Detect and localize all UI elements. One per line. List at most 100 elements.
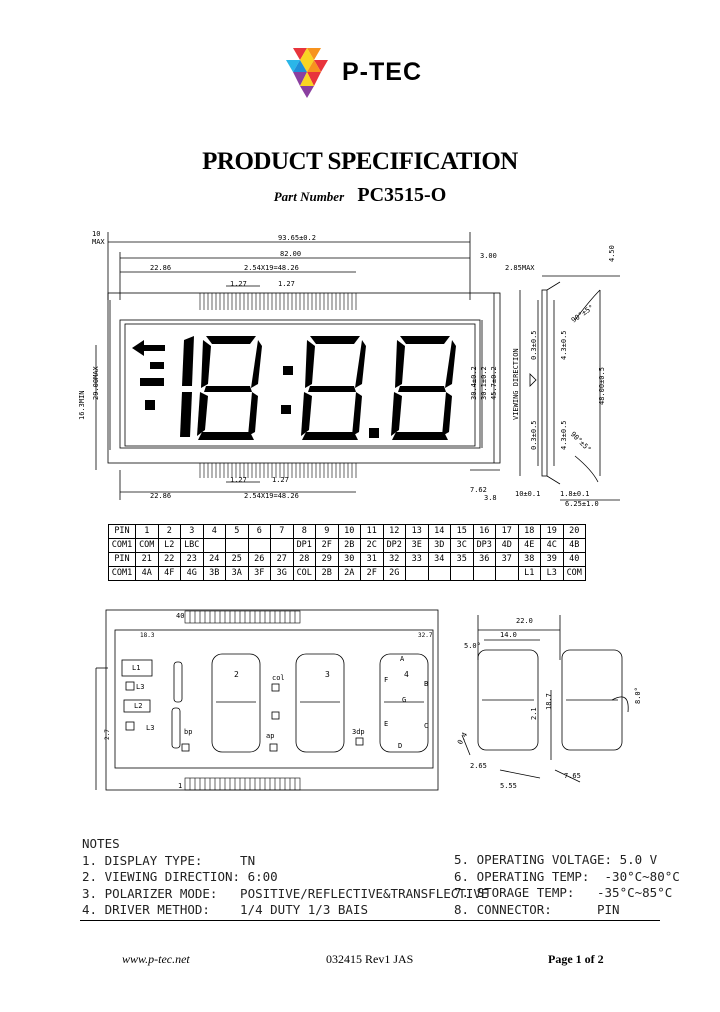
table-cell: COL: [292, 566, 316, 581]
table-cell: 3A: [225, 566, 249, 581]
table-cell: 13: [405, 524, 429, 539]
table-cell: 29: [315, 552, 339, 567]
table-cell: 36: [472, 552, 496, 567]
layout-l2-label: L2: [134, 702, 143, 710]
table-cell: 24: [202, 552, 226, 567]
dim-inner: 82.00: [280, 250, 302, 258]
lcd-digits: [132, 336, 456, 440]
table-cell: [270, 538, 294, 553]
layout-dp-label: 3dp: [352, 728, 365, 736]
layout-pin40-label: 40: [176, 612, 185, 620]
table-cell: 3B: [202, 566, 226, 581]
seg-e-label: E: [384, 720, 389, 728]
table-cell: 15: [450, 524, 474, 539]
digit-8-a: [197, 336, 262, 440]
table-cell: DP2: [382, 538, 406, 553]
digit-8-c: [391, 336, 456, 440]
dim-45: 4.50: [608, 245, 616, 262]
dim-18: 1.8±0.1: [560, 490, 590, 498]
table-cell: 18: [517, 524, 541, 539]
layout-col-label: col: [272, 674, 285, 682]
table-cell: 3C: [450, 538, 474, 553]
dim-290: 29.00MAX: [92, 366, 100, 400]
table-cell: 34: [427, 552, 451, 567]
table-cell: 25: [225, 552, 249, 567]
table-cell: 16: [472, 524, 496, 539]
table-cell: 11: [360, 524, 384, 539]
dim-27: 2.7: [104, 729, 111, 740]
table-cell: 2G: [382, 566, 406, 581]
table-cell: COM: [562, 566, 586, 581]
seg-c-label: C: [424, 722, 429, 730]
table-cell: 6: [247, 524, 271, 539]
dim-187: 18.7: [545, 693, 553, 710]
footer-website: www.p-tec.net: [122, 952, 190, 966]
table-cell: 38: [517, 552, 541, 567]
seg-b-label: B: [424, 680, 429, 688]
table-cell: PIN: [108, 524, 136, 539]
table-cell: 32: [382, 552, 406, 567]
table-cell: L2: [157, 538, 181, 553]
table-cell: 14: [427, 524, 451, 539]
table-cell: 9: [315, 524, 339, 539]
segment-layout-outline: [105, 609, 439, 791]
table-cell: [450, 566, 474, 581]
angle-80: 8.0°: [634, 687, 642, 704]
layout-digit2-label: 2: [234, 670, 239, 679]
table-cell: 40: [562, 552, 586, 567]
table-cell: 10: [337, 524, 361, 539]
layout-pin1-label: 1: [178, 782, 183, 790]
table-cell: 4F: [157, 566, 181, 581]
segment-outline-digits: [121, 653, 429, 753]
table-cell: 31: [360, 552, 384, 567]
layout-digit4-label: 4: [404, 670, 409, 679]
table-cell: [427, 566, 451, 581]
dim-38: 3.8: [484, 494, 497, 502]
seg-a-label: A: [400, 655, 405, 663]
footer-revision: 032415 Rev1 JAS: [326, 952, 414, 966]
table-cell: 3F: [247, 566, 271, 581]
table-cell: 30: [337, 552, 361, 567]
table-cell: 5: [225, 524, 249, 539]
notes-right: 5. OPERATING VOLTAGE: 5.0 V 6. OPERATING…: [454, 852, 680, 917]
dim-762: 7.62: [470, 486, 487, 494]
dim-035-top: 0.3±0.5: [530, 330, 538, 360]
table-cell: 8: [292, 524, 316, 539]
dim-max: MAX: [92, 238, 105, 246]
table-cell: 28: [292, 552, 316, 567]
table-cell: [495, 566, 519, 581]
table-cell: 2C: [360, 538, 384, 553]
seg-g-label: G: [402, 696, 407, 704]
table-cell: 2B: [315, 566, 339, 581]
dim-457: 45.7±0.2: [490, 366, 498, 400]
table-cell: [472, 566, 496, 581]
table-cell: [405, 566, 429, 581]
dim-035-bot: 0.3±0.5: [530, 420, 538, 450]
layout-l3-label: L3: [136, 683, 145, 691]
dim-140: 14.0: [500, 631, 517, 639]
page-title: PRODUCT SPECIFICATION: [202, 148, 518, 175]
table-cell: 33: [405, 552, 429, 567]
table-cell: 2B: [337, 538, 361, 553]
table-cell: 3G: [270, 566, 294, 581]
table-cell: 39: [540, 552, 564, 567]
brand-name: P-TEC: [342, 58, 422, 86]
layout-l1-label: L1: [132, 664, 141, 672]
table-cell: 35: [450, 552, 474, 567]
dim-183: 18.3: [140, 632, 155, 639]
dim-48: 48.00±0.5: [598, 367, 606, 405]
table-cell: [202, 538, 226, 553]
table-cell: L1: [517, 566, 541, 581]
layout-l3b-label: L3: [146, 724, 155, 732]
top-pins: [199, 293, 357, 310]
side-view-glass: [541, 289, 548, 477]
dim-301: 30.1±0.2: [480, 366, 488, 400]
table-cell: 22: [157, 552, 181, 567]
dim-pitch: 2.54X19=48.26: [244, 264, 299, 272]
table-cell: 37: [495, 552, 519, 567]
p-tec-logo: [286, 48, 328, 98]
